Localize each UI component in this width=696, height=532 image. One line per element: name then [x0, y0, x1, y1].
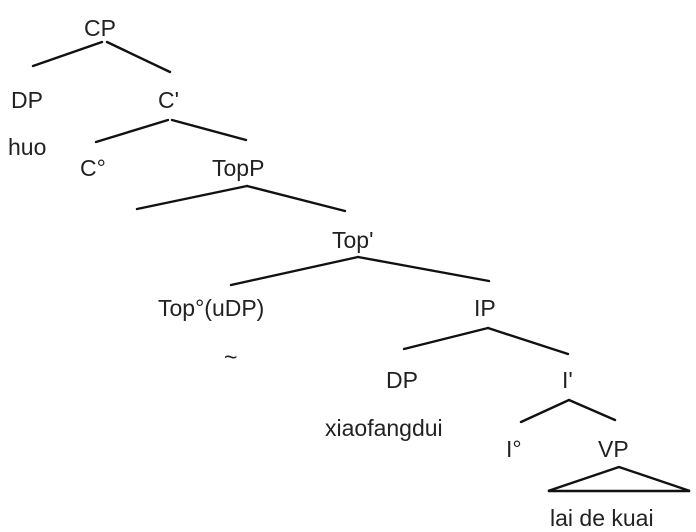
node-vp: VP: [598, 436, 629, 462]
edge-ibar-ihead: [519, 398, 571, 424]
edge-cbar-chead: [94, 118, 170, 144]
node-c-bar: C': [158, 87, 179, 113]
node-dp-ip: DP: [386, 367, 418, 393]
node-cp: CP: [84, 15, 116, 41]
leaf-xiaofangdui: xiaofangdui: [325, 415, 443, 441]
node-c-head: C°: [80, 155, 106, 181]
vp-triangle: [547, 465, 691, 493]
edge-topbar-tophead: [229, 255, 360, 287]
node-i-bar: I': [562, 367, 573, 393]
node-top-p: TopP: [212, 155, 264, 181]
leaf-lai-de-kuai: lai de kuai: [550, 505, 654, 531]
edge-ip-dp: [402, 326, 490, 351]
node-top-head: Top°(uDP): [158, 295, 264, 321]
edge-cp-cbar: [105, 40, 172, 74]
node-i-head: I°: [506, 436, 522, 462]
edge-ip-ibar: [486, 326, 570, 356]
leaf-tilde: ~: [224, 344, 237, 370]
edge-ibar-vp: [567, 398, 617, 422]
edge-cbar-topp: [170, 118, 248, 142]
edge-topp-left: [135, 184, 249, 211]
node-ip: IP: [474, 295, 496, 321]
edge-cp-dp: [31, 40, 104, 68]
edge-topbar-ip: [356, 255, 491, 283]
node-dp-top: DP: [11, 87, 43, 113]
edge-topp-topbar: [245, 184, 347, 213]
node-top-bar: Top': [332, 227, 373, 253]
leaf-huo: huo: [8, 134, 46, 160]
